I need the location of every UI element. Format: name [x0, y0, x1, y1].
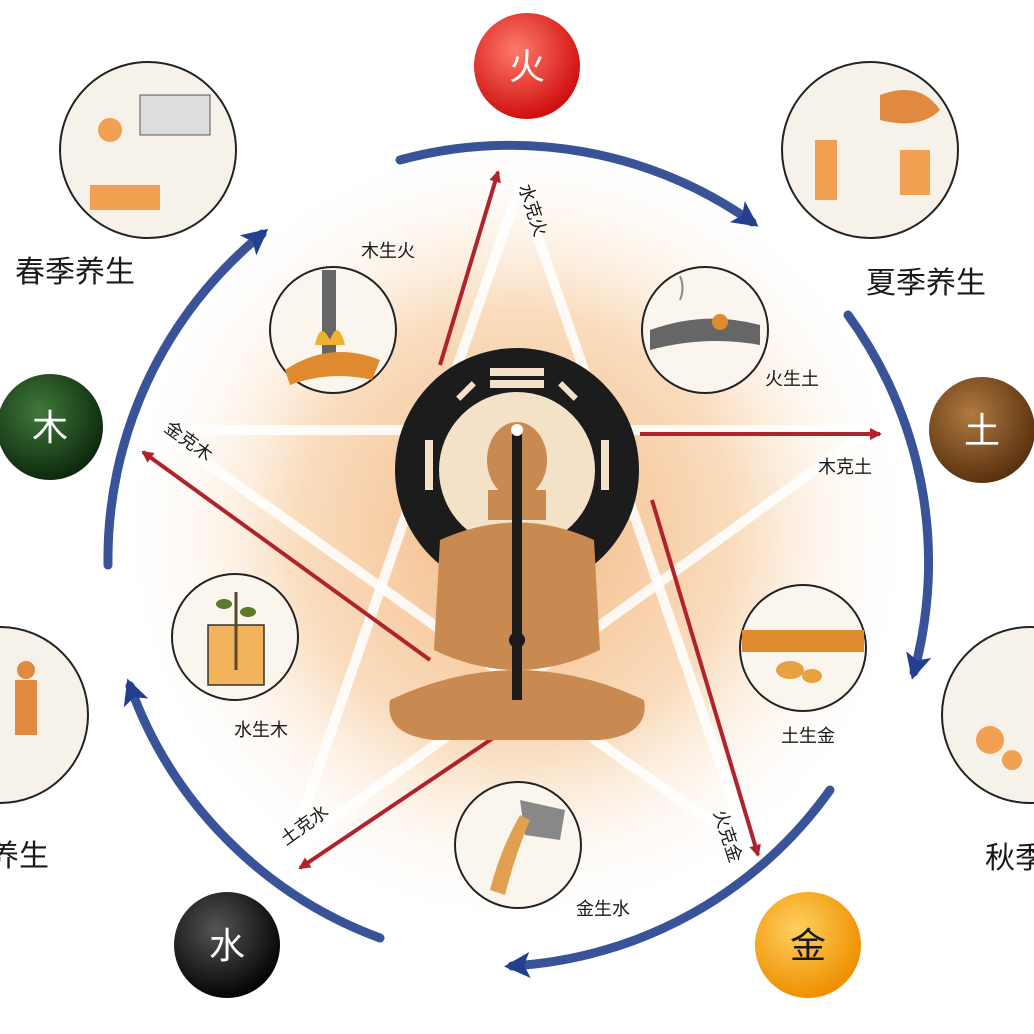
vignette-earth-metal-icon	[739, 584, 867, 712]
vignette-water-wood-icon	[171, 573, 299, 701]
label-metal-water: 金生水	[576, 899, 630, 920]
control-arrow-fire-metal	[650, 499, 761, 857]
summer-vignette-icon	[781, 61, 959, 239]
control-arrows	[141, 170, 882, 870]
season-summer-label: 夏季养生	[866, 266, 986, 301]
element-earth: 土	[929, 377, 1034, 483]
label-wood-earth: 木克土	[818, 457, 872, 478]
element-wood: 木	[0, 374, 103, 480]
element-metal: 金	[755, 892, 861, 998]
season-spring-label: 春季养生	[15, 255, 135, 290]
element-fire: 火	[474, 13, 580, 119]
winter-vignette-icon	[0, 626, 89, 804]
label-wood-fire: 木生火	[361, 241, 415, 262]
element-earth-label: 土	[964, 411, 1000, 452]
vignette-fire-earth-icon	[641, 266, 769, 394]
cycle-arrow-metal-water	[504, 785, 835, 978]
label-earth-metal: 土生金	[781, 726, 835, 747]
cycle-arrow-water-wood	[123, 678, 385, 943]
control-arrow-metal-wood	[141, 450, 432, 662]
cycle-arrow-wood-fire	[103, 228, 269, 570]
element-fire-label: 火	[509, 47, 545, 88]
cycle-arrows	[103, 140, 933, 978]
label-fire-earth: 火生土	[765, 369, 819, 390]
cycle-arrow-fire-earth	[395, 140, 759, 227]
cycle-arrow-earth-metal	[843, 310, 933, 680]
vignette-metal-water-icon	[454, 781, 582, 909]
autumn-vignette-icon	[941, 626, 1034, 804]
control-arrow-water-fire	[438, 170, 501, 366]
vignette-wood-fire-icon	[269, 266, 397, 394]
element-wood-label: 木	[32, 408, 68, 449]
meditating-figure-icon	[389, 348, 645, 740]
element-water-label: 水	[209, 926, 245, 967]
control-arrow-earth-water	[298, 718, 522, 870]
element-metal-label: 金	[790, 926, 826, 967]
element-water: 水	[174, 892, 280, 998]
season-winter-label: 冬季养生	[0, 839, 49, 874]
label-water-wood: 水生木	[234, 720, 288, 741]
spring-vignette-icon	[59, 61, 237, 239]
